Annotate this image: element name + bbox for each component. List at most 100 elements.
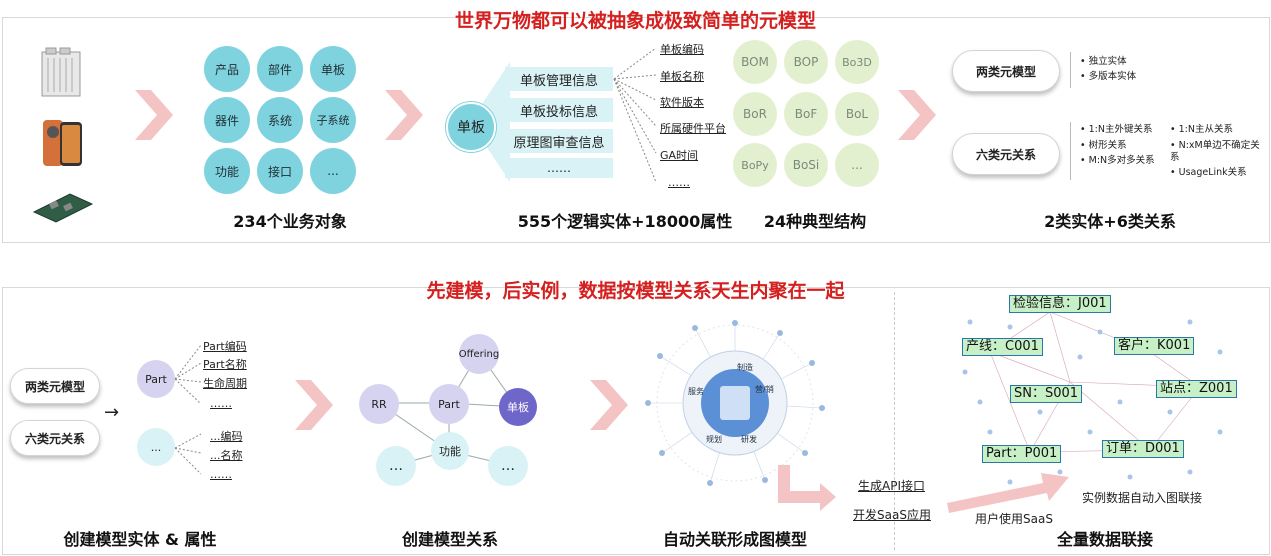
entity-item: • 独立实体 [1080,56,1127,67]
relation-item-label: 1:N主从关系 [1178,124,1233,135]
instance-tag[interactable]: 客户：K001 [1114,337,1195,355]
entity-item: • 多版本实体 [1080,71,1137,82]
hub-label: 研发 [741,435,757,444]
attribute-link[interactable]: 所属硬件平台 [660,122,726,135]
chevron-arrow-icon [590,380,628,430]
part-entity-node: Part [137,360,175,398]
top-caption-meta: 2类实体+6类关系 [1044,212,1176,231]
graph-node-function: 功能 [431,432,469,470]
board-image [30,190,94,226]
top-caption-entities: 555个逻辑实体+18000属性 [517,212,733,231]
structure-circle: Bo3D [835,40,879,84]
generate-api-link[interactable]: 生成API接口 [858,479,925,493]
graph-node-rr: RR [359,384,399,424]
top-caption-structures: 24种典型结构 [763,212,867,231]
instance-tag[interactable]: 产线：C001 [962,338,1043,356]
instance-tag[interactable]: Part：P001 [982,445,1062,463]
business-object-circle: 器件 [204,97,250,143]
server-image [36,44,88,100]
relation-item-label: UsageLink关系 [1178,167,1247,178]
part-attribute[interactable]: 生命周期 [203,377,247,390]
part-attribute[interactable]: Part编码 [203,340,247,353]
business-object-circle: 部件 [257,46,303,92]
chevron-arrow-icon [385,90,423,140]
relation-item: • 树形关系 [1080,140,1127,151]
structure-circle: ... [835,143,879,187]
relation-item: • 1:N主外键关系 [1080,124,1153,135]
structure-circle: BoSi [784,143,828,187]
auto-link-label: 实例数据自动入图联接 [1082,491,1203,505]
radial-graph-model [645,320,825,486]
chevron-arrow-icon [135,90,173,140]
business-object-circle: 接口 [257,148,303,194]
instance-tag[interactable]: SN：S001 [1010,385,1083,403]
top-caption-business-objects: 234个业务对象 [233,212,347,231]
attribute-connectors [175,344,202,475]
relation-item: • 1:N主从关系 [1170,124,1233,135]
l-arrow-icon [778,465,836,511]
attribute-link[interactable]: GA时间 [660,149,699,162]
part-attribute[interactable]: Part名称 [203,358,247,371]
up-right-arrow-icon [947,473,1069,513]
graph-node-more: … [488,446,528,486]
business-object-circle: 产品 [204,46,250,92]
other-entity-node: ... [137,428,175,466]
business-object-circle: ... [310,148,356,194]
structure-circle: BoR [733,92,777,136]
other-attribute[interactable]: ...名称 [210,449,243,462]
bracket-line [1070,122,1071,180]
phone-image [40,118,86,168]
meta-relation-pill: 六类元关系 [952,133,1060,175]
hub-label: 服务 [688,387,704,396]
instance-tag[interactable]: 检验信息：J001 [1009,295,1111,313]
business-object-circle: 单板 [310,46,356,92]
top-title: 世界万物都可以被抽象成极致简单的元模型 [454,10,816,32]
relation-item: • M:N多对多关系 [1080,155,1155,166]
attribute-link[interactable]: 单板编码 [660,43,704,56]
chevron-arrow-icon [295,380,333,430]
info-box: …… [505,158,613,178]
business-object-circle: 系统 [257,97,303,143]
structure-circle: BoL [835,92,879,136]
bottom-caption-data-link: 全量数据联接 [1056,530,1153,549]
structure-circle: BoF [784,92,828,136]
bottom-caption-graph: 自动关联形成图模型 [662,530,807,549]
develop-saas-link[interactable]: 开发SaaS应用 [853,508,931,522]
graph-node-offering: Offering [459,334,499,374]
instance-tag[interactable]: 站点：Z001 [1156,380,1237,398]
info-box: 单板管理信息 [505,67,613,91]
hub-label: 营/销 [755,385,774,394]
graph-node-board: 单板 [499,388,537,426]
structure-circle: BoPy [733,143,777,187]
structure-circle: BOP [784,40,828,84]
bracket-line [1070,52,1071,88]
business-object-circle: 子系统 [310,97,356,143]
other-attribute[interactable]: …… [210,468,232,481]
structure-circle: BOM [733,40,777,84]
hub-label: 制造 [737,363,753,372]
hub-label: 规划 [706,435,722,444]
entity-item-label: 多版本实体 [1088,71,1137,82]
chevron-arrow-icon [898,90,936,140]
relation-item-label: 1:N主外键关系 [1088,124,1153,135]
info-box: 单板投标信息 [505,98,613,122]
dashed-divider [894,292,895,550]
info-box: 原理图审查信息 [505,129,613,153]
graph-node-more: … [376,446,416,486]
attribute-connectors [613,47,657,183]
relation-item-label: 树形关系 [1088,140,1127,151]
board-center-node: 单板 [446,102,496,152]
meta-entity-pill: 两类元模型 [10,368,100,404]
relation-item: • UsageLink关系 [1170,167,1247,178]
attribute-link[interactable]: …… [668,176,690,189]
business-object-circle: 功能 [204,148,250,194]
graph-node-part: Part [429,384,469,424]
part-attribute[interactable]: …… [210,397,232,410]
attribute-link[interactable]: 单板名称 [660,70,704,83]
instance-tag[interactable]: 订单：D001 [1102,440,1184,458]
other-attribute[interactable]: ...编码 [210,430,243,443]
user-saas-label: 用户使用SaaS [975,512,1053,526]
meta-entity-pill: 两类元模型 [952,50,1060,92]
bottom-caption-relations: 创建模型关系 [401,530,498,549]
attribute-link[interactable]: 软件版本 [660,96,704,109]
